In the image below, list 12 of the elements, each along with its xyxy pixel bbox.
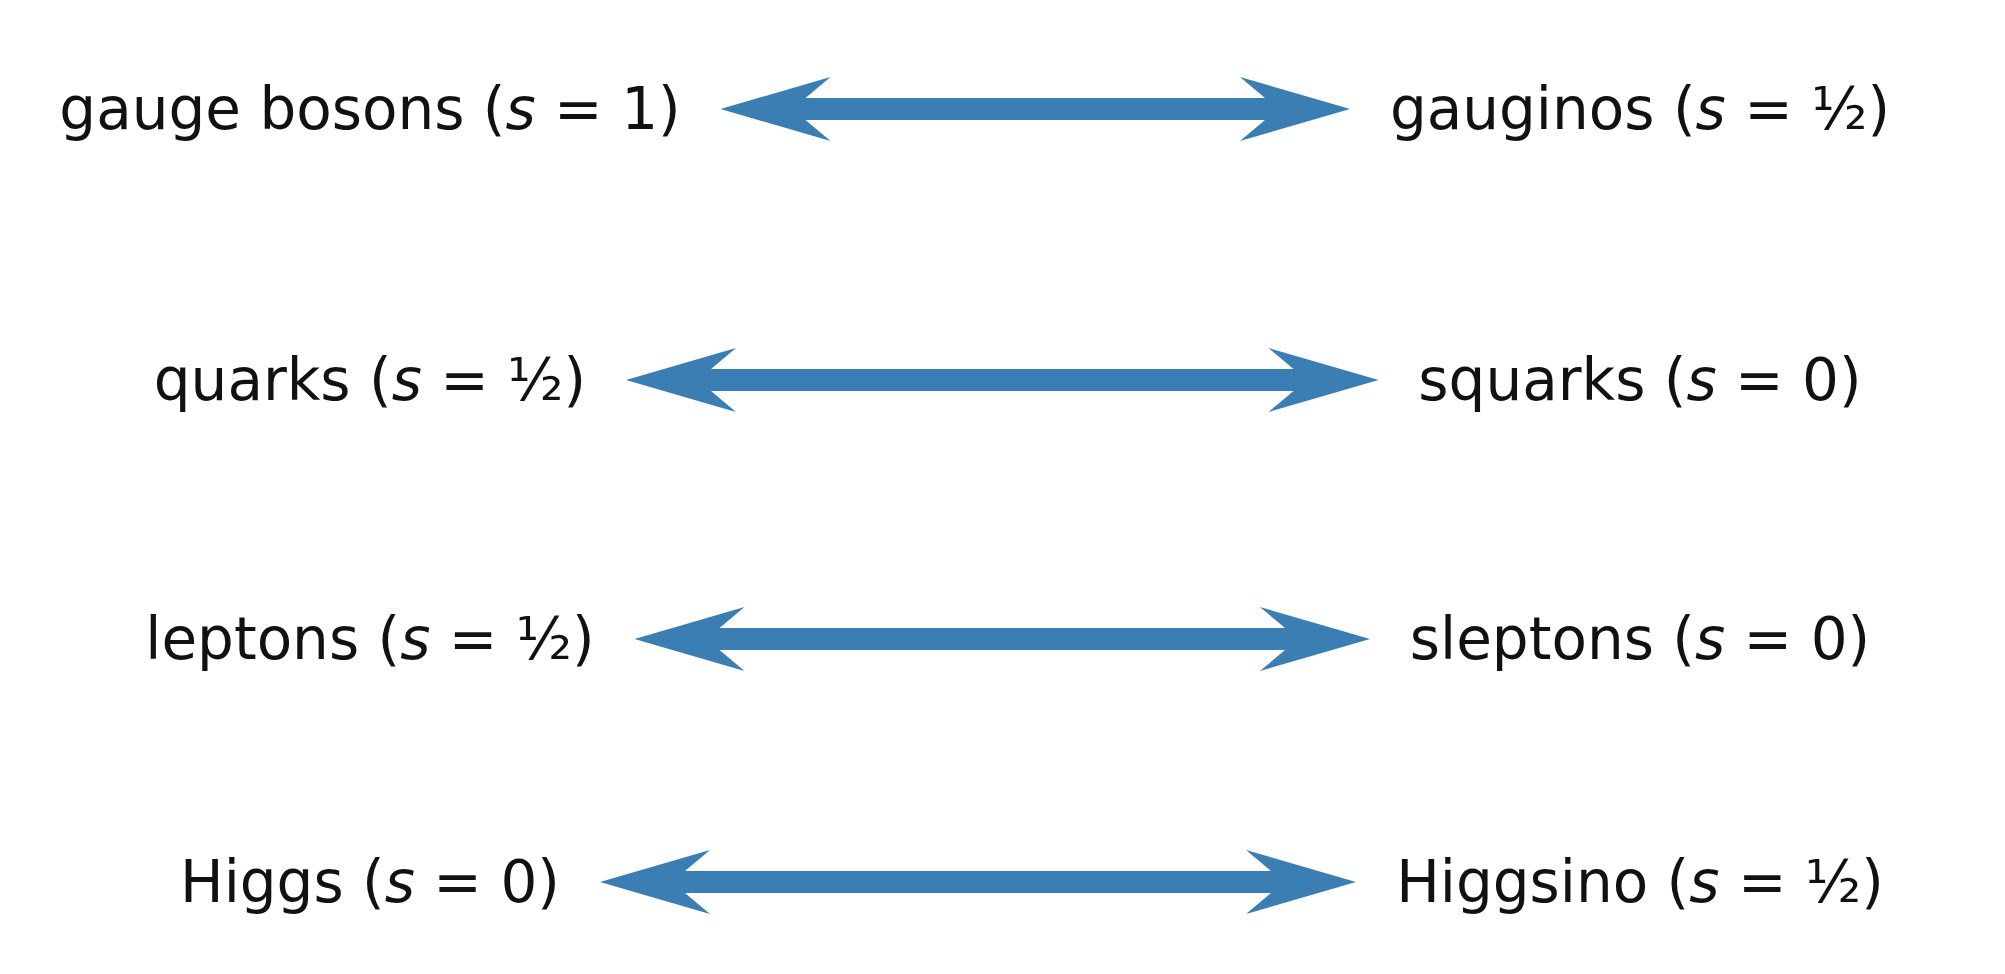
particle-label: quarks (s = ½) [153, 346, 587, 414]
double-arrow [634, 607, 1370, 671]
particle-label: gauge bosons (s = 1) [59, 75, 681, 143]
double-arrow [600, 850, 1356, 914]
particle-label: gauginos (s = ½) [1389, 75, 1891, 143]
particle-label: leptons (s = ½) [145, 605, 595, 673]
double-arrow [626, 348, 1379, 412]
particle-label: squarks (s = 0) [1418, 346, 1862, 414]
particle-label: Higgs (s = 0) [180, 848, 560, 916]
particle-label: Higgsino (s = ½) [1396, 848, 1884, 916]
particle-label: sleptons (s = 0) [1409, 605, 1871, 673]
double-arrow [720, 77, 1350, 141]
